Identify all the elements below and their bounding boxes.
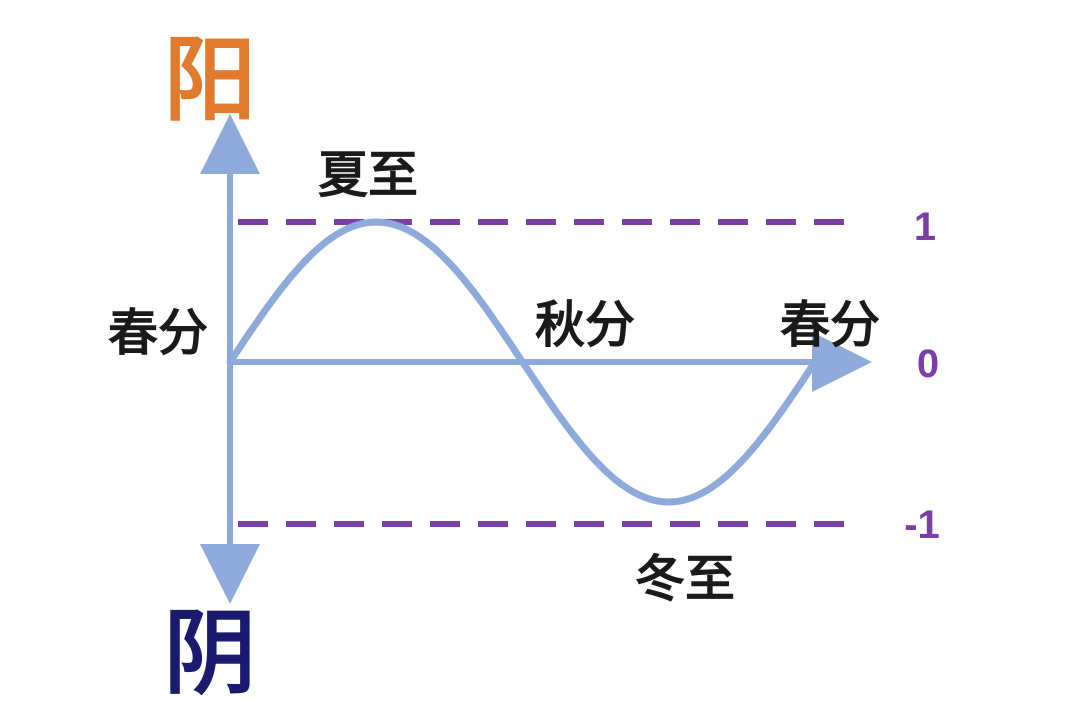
spring-equinox-end-label: 春分: [780, 296, 880, 354]
level-label-minus1: -1: [904, 503, 940, 547]
level-label-1: 1: [914, 205, 936, 249]
summer-solstice-label: 夏至: [318, 146, 418, 204]
spring-equinox-start-label: 春分: [108, 304, 208, 362]
autumn-equinox-label: 秋分: [535, 296, 635, 354]
yang-pole-label: 阳: [164, 26, 256, 134]
yin-yang-sine-curve: [226, 218, 819, 506]
level-label-0: 0: [917, 342, 939, 386]
yin-pole-label: 阴: [164, 599, 256, 707]
winter-solstice-label: 冬至: [635, 550, 735, 608]
